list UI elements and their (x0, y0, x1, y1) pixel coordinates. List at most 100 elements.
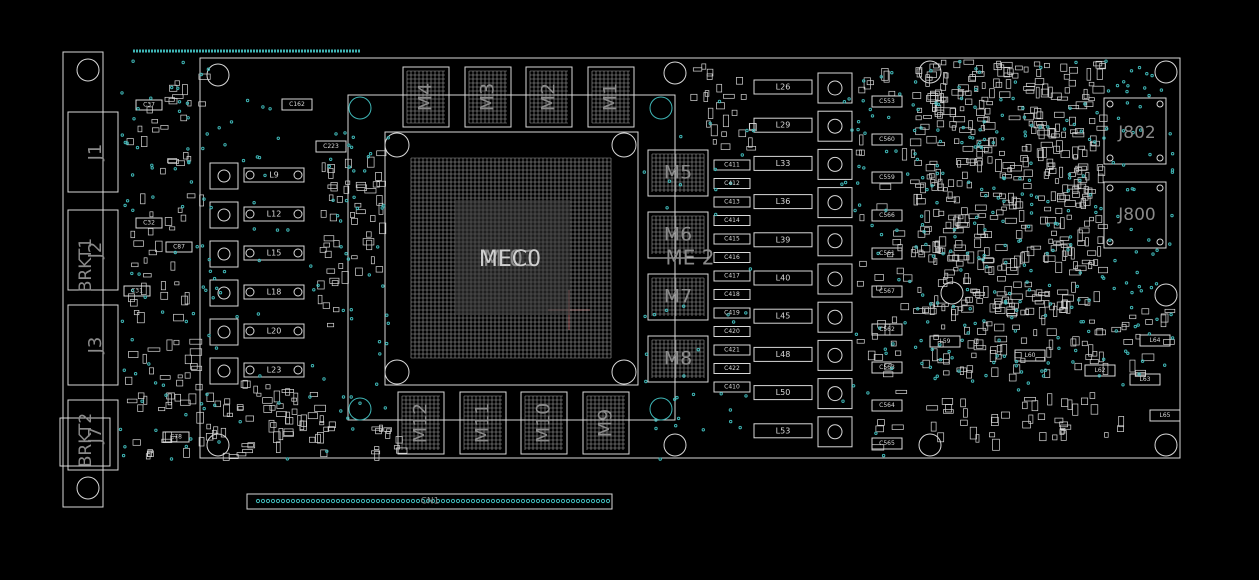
smd-part (315, 433, 321, 443)
mosfet (817, 378, 853, 410)
memory-chip-m12-label: M12 (410, 403, 432, 444)
via (1106, 89, 1111, 93)
via (719, 392, 723, 396)
smd-part (143, 395, 148, 405)
via (1004, 260, 1008, 265)
via (1069, 243, 1073, 247)
via (968, 135, 972, 140)
edge-pin (460, 498, 466, 504)
smd-part (942, 228, 955, 234)
cap-c415 (713, 233, 751, 245)
via (191, 311, 196, 316)
smd-part (897, 244, 903, 252)
smd-part (1077, 163, 1089, 171)
smd-part (223, 404, 230, 417)
smd-part (722, 114, 729, 128)
via (868, 107, 872, 112)
memory-chip-m4-grid (406, 70, 445, 124)
via (1129, 305, 1134, 310)
smd-part (328, 168, 334, 179)
via (349, 317, 354, 321)
smd-part (1080, 198, 1086, 209)
smd-part (184, 354, 192, 365)
via (850, 128, 854, 132)
smd-part (1088, 97, 1095, 102)
mounting-hole (76, 58, 100, 82)
smd-part (350, 212, 355, 218)
smd-part (948, 214, 956, 221)
via (189, 180, 194, 184)
smd-part (954, 214, 961, 226)
via (960, 338, 964, 342)
smd-part (155, 240, 163, 253)
smd-part (1088, 81, 1095, 87)
via (1014, 364, 1018, 368)
mounting-hole (206, 63, 230, 87)
inductor-label-l33: L33 (776, 159, 791, 168)
smd-part (856, 339, 865, 344)
via (840, 182, 844, 186)
smd-part (1042, 83, 1049, 96)
gpu-die (455, 200, 570, 315)
via (879, 232, 884, 237)
via (149, 96, 153, 100)
memory-chip-m2 (525, 66, 573, 128)
smd-part (130, 230, 136, 239)
part-l59 (929, 335, 961, 348)
smd-part (1141, 308, 1150, 315)
smd-part (981, 96, 989, 102)
via (1043, 368, 1048, 372)
via (186, 147, 190, 151)
memory-chip-m4 (402, 66, 450, 128)
smd-part (989, 303, 996, 313)
via (331, 198, 335, 203)
smd-part (376, 180, 386, 187)
smd-part (1082, 149, 1088, 157)
edge-pin (470, 498, 476, 504)
gpu-ghost-label: M 01 (483, 247, 537, 272)
via (916, 307, 920, 311)
smd-part (956, 158, 969, 165)
smd-part (740, 94, 747, 100)
cap-label-c87: C87 (173, 244, 185, 251)
smd-part (983, 122, 996, 130)
via (950, 356, 954, 360)
smd-part (1064, 200, 1076, 207)
cap-label-c410: C410 (724, 384, 740, 391)
via (857, 203, 862, 207)
via (132, 117, 136, 121)
via (1124, 349, 1128, 353)
smd-part (1030, 106, 1038, 114)
smd-part (1060, 424, 1072, 430)
smd-part (996, 291, 1007, 297)
via (674, 424, 678, 428)
via (678, 183, 683, 187)
edge-pin (480, 498, 486, 504)
via (894, 149, 898, 153)
smd-part (703, 92, 709, 102)
via (1056, 336, 1060, 340)
via (312, 288, 316, 292)
mosfet (209, 318, 239, 346)
via (922, 230, 926, 234)
mounting-hole (76, 476, 100, 500)
via (644, 379, 648, 384)
smd-part (926, 135, 937, 144)
smd-part (992, 192, 1002, 197)
cap-label-c565: C565 (879, 440, 895, 447)
smd-part (940, 59, 947, 66)
gpu-corner-hole (384, 359, 410, 385)
smd-part (262, 397, 273, 404)
via (876, 251, 880, 256)
edge-pin (515, 498, 521, 504)
cap-c564 (871, 399, 903, 412)
smd-part (982, 258, 995, 263)
smd-part (1057, 96, 1069, 101)
smd-part (877, 320, 886, 328)
smd-part (1054, 417, 1064, 424)
smd-part (937, 112, 943, 119)
jack-pin (1156, 238, 1164, 246)
smd-part (995, 244, 1008, 251)
mosfet (817, 225, 853, 257)
smd-part (859, 149, 865, 156)
